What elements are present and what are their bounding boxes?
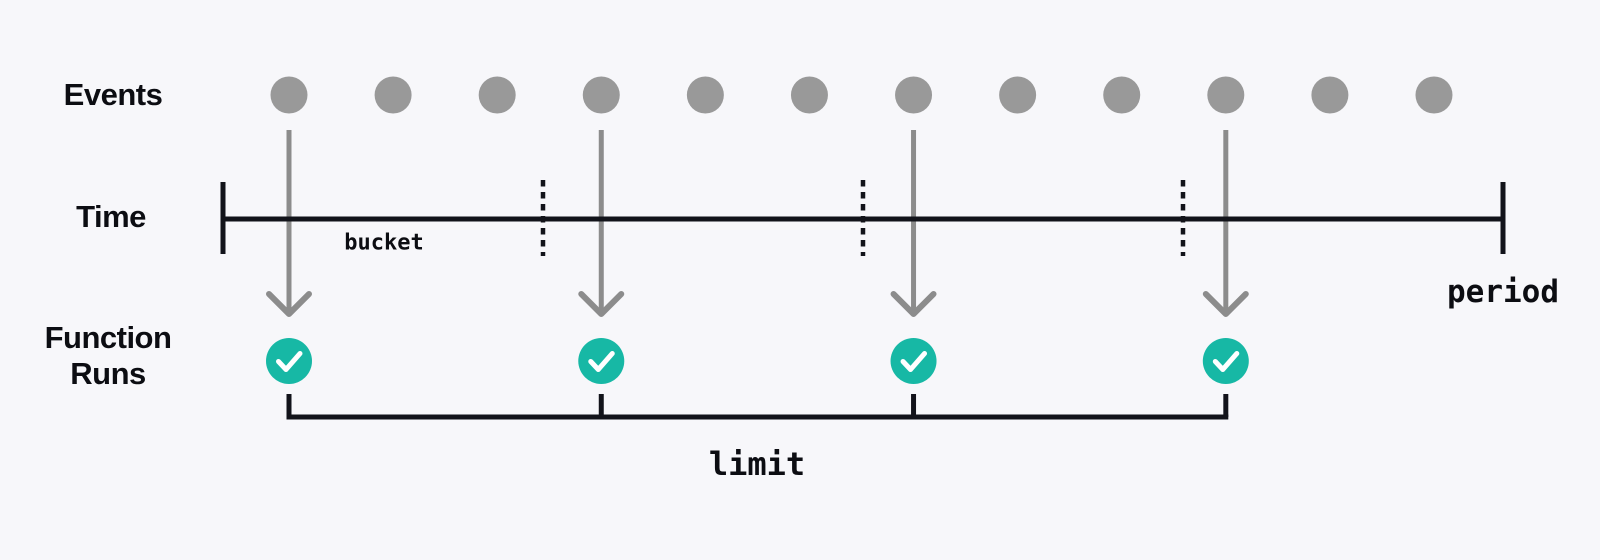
event-dot — [374, 76, 412, 114]
arrow-head-icon — [890, 291, 937, 317]
event-dot — [1207, 76, 1245, 114]
check-icon — [1212, 351, 1240, 372]
function-runs-label-line1: Function — [44, 320, 172, 355]
arrow-head-icon — [266, 291, 312, 317]
period-label: period — [1447, 274, 1559, 310]
event-dot — [999, 76, 1037, 114]
event-dot — [1311, 76, 1349, 114]
run-success-circle — [890, 338, 937, 384]
events-row-label: Events — [63, 77, 163, 112]
time-axis-label: Time — [76, 199, 146, 234]
event-dot — [582, 76, 620, 114]
event-dot — [790, 76, 828, 114]
event-dot — [1103, 76, 1141, 114]
event-dot — [478, 76, 516, 114]
run-success-circle — [266, 338, 312, 384]
event-dot — [686, 76, 724, 114]
event-dot — [1415, 76, 1453, 114]
check-icon — [900, 351, 928, 372]
check-icon — [276, 351, 303, 372]
arrow-head-icon — [578, 291, 625, 317]
function-runs-row-label: Function Runs — [45, 320, 172, 392]
run-success-circle — [1202, 338, 1249, 384]
event-dot — [270, 76, 308, 114]
bucket-label: bucket — [344, 230, 424, 256]
arrow-head-icon — [1202, 291, 1249, 317]
function-runs-label-line2: Runs — [70, 356, 146, 391]
limit-label: limit — [708, 445, 806, 483]
check-icon — [588, 351, 615, 372]
event-dot — [895, 76, 933, 114]
run-success-circle — [578, 338, 625, 384]
